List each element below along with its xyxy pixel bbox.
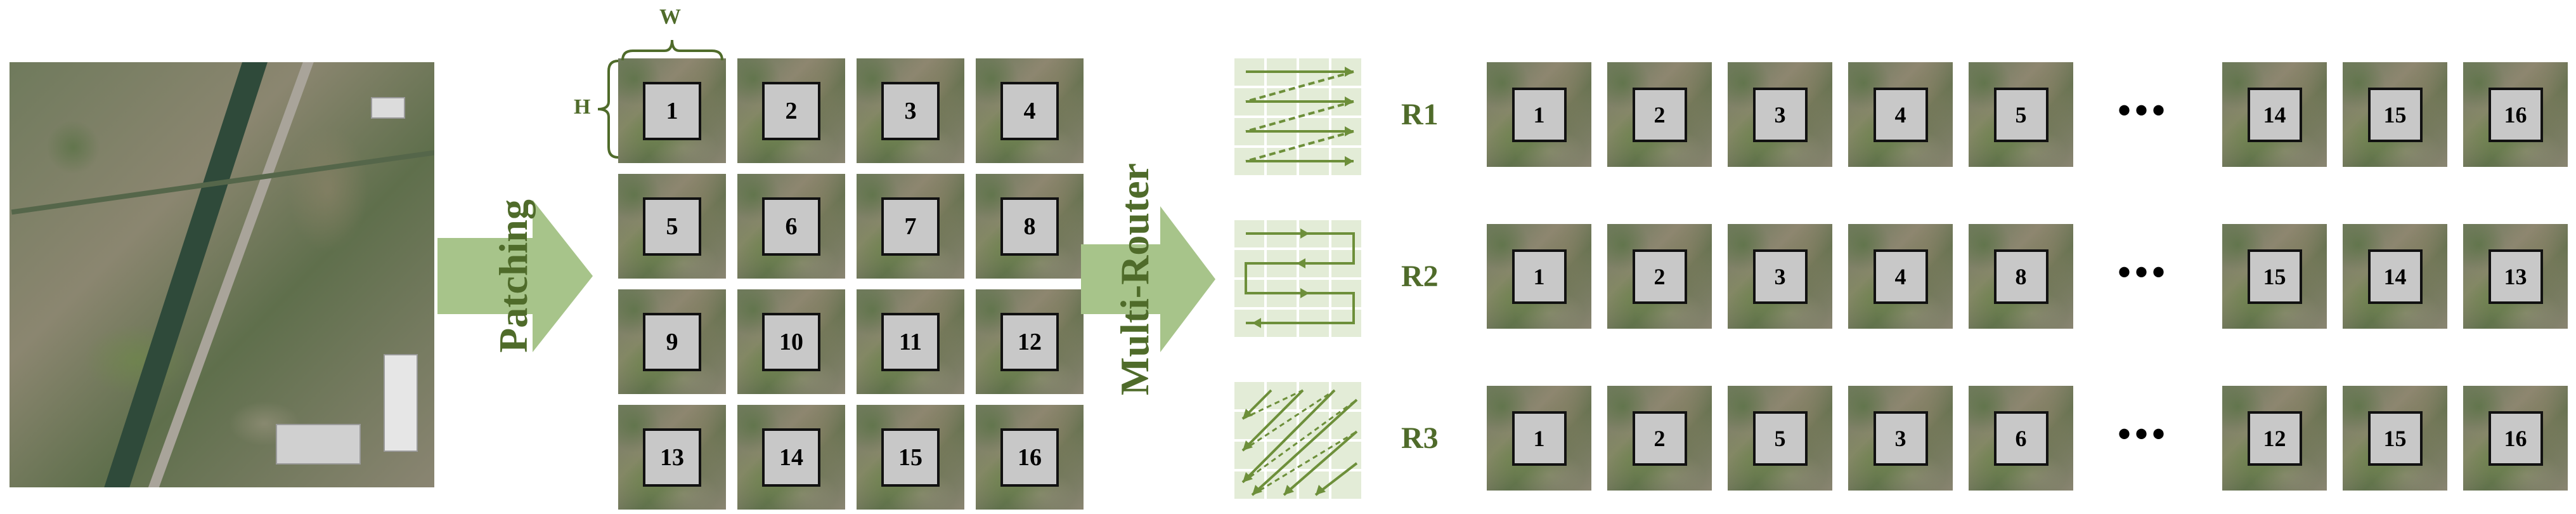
patching-label: Patching	[491, 199, 536, 353]
route-patch-tile: 15	[2343, 386, 2447, 491]
patch-number: 2	[762, 81, 820, 140]
patch-number: 1	[1511, 249, 1567, 304]
route-patch-tile: 8	[1969, 224, 2073, 329]
grid-patch-tile: 8	[976, 174, 1084, 279]
multi-router-arrow	[1081, 206, 1215, 352]
route-patch-tile: 3	[1728, 62, 1832, 167]
route-pattern-r2-icon	[1233, 219, 1363, 339]
patching-arrow	[437, 200, 593, 352]
grid-patch-tile: 11	[857, 289, 964, 394]
grid-patch-tile: 4	[976, 58, 1084, 163]
grid-patch-tile: 13	[618, 405, 726, 510]
patch-number: 11	[881, 312, 940, 371]
patch-number: 6	[1993, 411, 2049, 466]
patch-number: 13	[2488, 249, 2543, 304]
route-patch-tile: 2	[1607, 62, 1712, 167]
grid-patch-tile: 16	[976, 405, 1084, 510]
route-patch-tile: 1	[1487, 386, 1591, 491]
patch-number: 3	[1873, 411, 1928, 466]
patch-number: 15	[2247, 249, 2302, 304]
patch-number: 15	[2367, 87, 2423, 142]
patch-number: 3	[1752, 87, 1808, 142]
patch-number: 2	[1632, 87, 1687, 142]
patch-number: 8	[1000, 197, 1059, 256]
patch-number: 15	[881, 428, 940, 487]
grid-patch-tile: 3	[857, 58, 964, 163]
grid-patch-tile: 5	[618, 174, 726, 279]
patch-number: 16	[1000, 428, 1059, 487]
width-brace	[621, 39, 723, 61]
patch-number: 9	[643, 312, 701, 371]
route-patch-tile: 5	[1728, 386, 1832, 491]
route-patch-tile: 6	[1969, 386, 2073, 491]
route-patch-tile: 16	[2463, 386, 2568, 491]
patch-number: 1	[1511, 87, 1567, 142]
patch-number: 16	[2488, 411, 2543, 466]
route-patch-tile: 5	[1969, 62, 2073, 167]
source-satellite-image	[10, 62, 434, 487]
route-patch-tile: 1	[1487, 62, 1591, 167]
grid-patch-tile: 2	[737, 58, 845, 163]
route-label: R1	[1401, 98, 1439, 131]
width-label: W	[659, 5, 681, 29]
height-label: H	[574, 95, 591, 119]
patch-number: 5	[1993, 87, 2049, 142]
ellipsis: •••	[2118, 251, 2170, 293]
ellipsis: •••	[2118, 89, 2170, 131]
route-patch-tile: 2	[1607, 224, 1712, 329]
patch-number: 16	[2488, 87, 2543, 142]
patch-number: 8	[1993, 249, 2049, 304]
route-label: R3	[1401, 421, 1439, 455]
patch-number: 7	[881, 197, 940, 256]
multi-router-label: Multi-Router	[1112, 162, 1157, 396]
patch-number: 2	[1632, 411, 1687, 466]
route-patch-tile: 14	[2343, 224, 2447, 329]
route-pattern-r3-icon	[1233, 381, 1363, 501]
patch-number: 13	[643, 428, 701, 487]
patch-number: 1	[643, 81, 701, 140]
ellipsis: •••	[2118, 413, 2170, 455]
grid-patch-tile: 7	[857, 174, 964, 279]
patch-number: 2	[1632, 249, 1687, 304]
patch-number: 14	[2247, 87, 2302, 142]
patch-number: 1	[1511, 411, 1567, 466]
route-pattern-r1-icon	[1233, 57, 1363, 178]
route-label: R2	[1401, 260, 1439, 293]
grid-patch-tile: 9	[618, 289, 726, 394]
route-patch-tile: 3	[1728, 224, 1832, 329]
patch-number: 12	[2247, 411, 2302, 466]
route-patch-tile: 12	[2222, 386, 2327, 491]
route-patch-tile: 15	[2222, 224, 2327, 329]
route-patch-tile: 4	[1848, 62, 1953, 167]
patch-number: 6	[762, 197, 820, 256]
patch-number: 5	[1752, 411, 1808, 466]
grid-patch-tile: 12	[976, 289, 1084, 394]
patch-number: 4	[1000, 81, 1059, 140]
patch-number: 3	[881, 81, 940, 140]
patch-number: 14	[762, 428, 820, 487]
grid-patch-tile: 1	[618, 58, 726, 163]
patch-number: 3	[1752, 249, 1808, 304]
patch-number: 4	[1873, 249, 1928, 304]
route-patch-tile: 14	[2222, 62, 2327, 167]
route-patch-tile: 3	[1848, 386, 1953, 491]
grid-patch-tile: 10	[737, 289, 845, 394]
route-patch-tile: 2	[1607, 386, 1712, 491]
route-patch-tile: 4	[1848, 224, 1953, 329]
route-patch-tile: 15	[2343, 62, 2447, 167]
patch-number: 4	[1873, 87, 1928, 142]
patch-number: 5	[643, 197, 701, 256]
route-patch-tile: 13	[2463, 224, 2568, 329]
height-brace	[597, 60, 619, 159]
route-patch-tile: 1	[1487, 224, 1591, 329]
patch-number: 12	[1000, 312, 1059, 371]
patch-number: 14	[2367, 249, 2423, 304]
patch-number: 15	[2367, 411, 2423, 466]
grid-patch-tile: 15	[857, 405, 964, 510]
patch-number: 10	[762, 312, 820, 371]
grid-patch-tile: 6	[737, 174, 845, 279]
grid-patch-tile: 14	[737, 405, 845, 510]
route-patch-tile: 16	[2463, 62, 2568, 167]
